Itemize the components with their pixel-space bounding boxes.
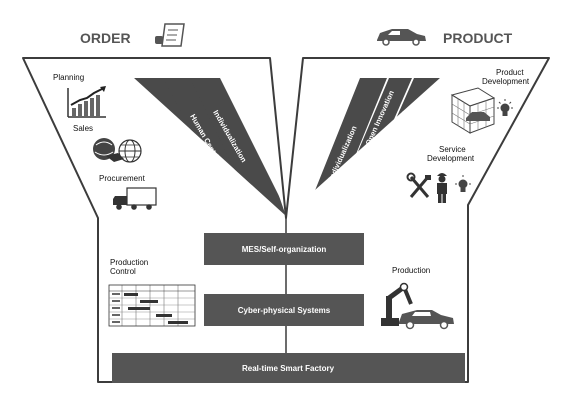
lightbulb-icon: [497, 99, 513, 116]
product-title: PRODUCT: [443, 30, 513, 46]
wireframe-cube-icon: [450, 87, 496, 134]
lightbulb-icon-2: [455, 175, 471, 192]
cps-bar-label: Cyber-physical Systems: [238, 306, 331, 315]
mes-bar-label: MES/Self-organization: [242, 245, 327, 254]
factory-bar-label: Real-time Smart Factory: [242, 364, 335, 373]
robot-arm-icon: [381, 282, 413, 326]
car-icon: [377, 29, 426, 46]
globe-handshake-icon: [93, 138, 142, 163]
product-development-label-1: Product: [496, 68, 524, 77]
stripe-individualization-left: [190, 78, 286, 216]
production-label: Production: [392, 266, 430, 275]
planning-label: Planning: [53, 73, 84, 82]
service-development-label-2: Development: [427, 154, 475, 163]
worker-icon: [437, 173, 447, 203]
checklist-icon: [155, 23, 185, 47]
service-development-label-1: Service: [439, 145, 466, 154]
factory-bar: Real-time Smart Factory: [112, 353, 465, 383]
procurement-label: Procurement: [99, 174, 146, 183]
production-car-icon: [399, 310, 454, 330]
growth-chart-icon: [67, 86, 106, 118]
cps-bar: Cyber-physical Systems: [204, 294, 364, 326]
order-title: ORDER: [80, 30, 131, 46]
production-control-label-2: Control: [110, 267, 136, 276]
gantt-icon: [108, 284, 196, 327]
mes-bar: MES/Self-organization: [204, 233, 364, 265]
tools-icon: [406, 172, 431, 198]
product-development-label-2: Development: [482, 77, 530, 86]
production-control-label-1: Production: [110, 258, 148, 267]
truck-icon: [113, 187, 157, 210]
sales-label: Sales: [73, 124, 93, 133]
